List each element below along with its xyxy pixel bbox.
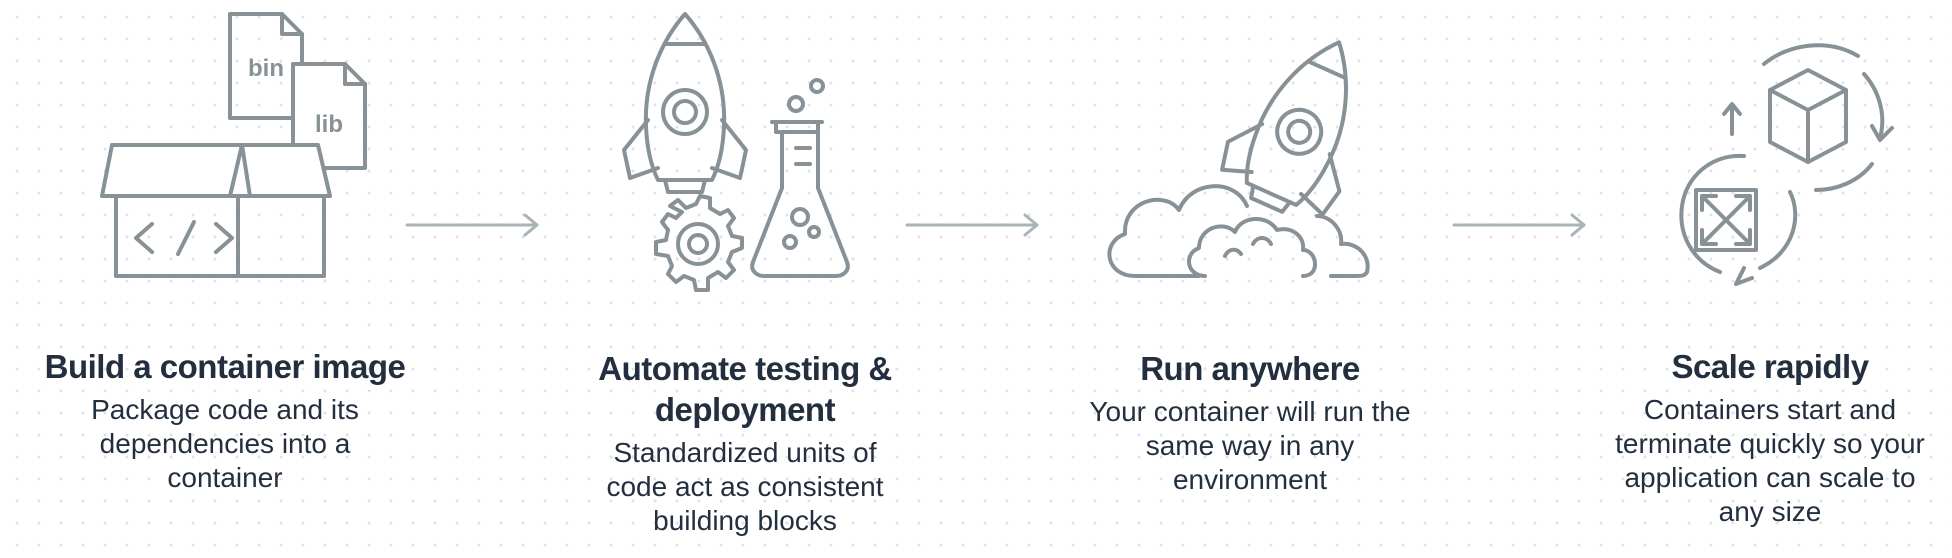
scale-cycle-icon [1640,30,1900,300]
flow-arrow-3 [1452,205,1592,250]
step-automate: Automate testing & deployment Standardiz… [570,348,920,538]
step-description: Your container will run the same way in … [1089,396,1411,495]
rocket-icon [1220,40,1348,217]
step-title: Scale rapidly [1671,348,1869,385]
step-build: Build a container image Package code and… [10,346,440,495]
step-run: Run anywhere Your container will run the… [1070,348,1430,497]
step-description: Containers start and terminate quickly s… [1615,394,1925,527]
step-description: Standardized units of code act as consis… [606,437,884,536]
expand-icon [1694,188,1758,252]
flow-arrow-1 [405,205,545,250]
step-description: Package code and its dependencies into a… [91,394,359,493]
step-title: Build a container image [44,348,406,385]
gear-icon [654,194,744,292]
flow-arrow-2 [905,205,1045,250]
lib-file-label: lib [315,111,343,138]
step-scale: Scale rapidly Containers start and termi… [1600,346,1940,529]
bin-file-label: bin [248,55,284,82]
rocket-icon [622,12,748,194]
box-with-files-icon: bin lib [90,0,380,290]
flask-icon [750,78,850,278]
rocket-gear-flask-icon [610,0,870,310]
rocket-launch-clouds-icon [1095,20,1415,290]
step-title: Automate testing & deployment [598,350,892,428]
cube-icon [1768,68,1848,164]
step-title: Run anywhere [1140,350,1360,387]
